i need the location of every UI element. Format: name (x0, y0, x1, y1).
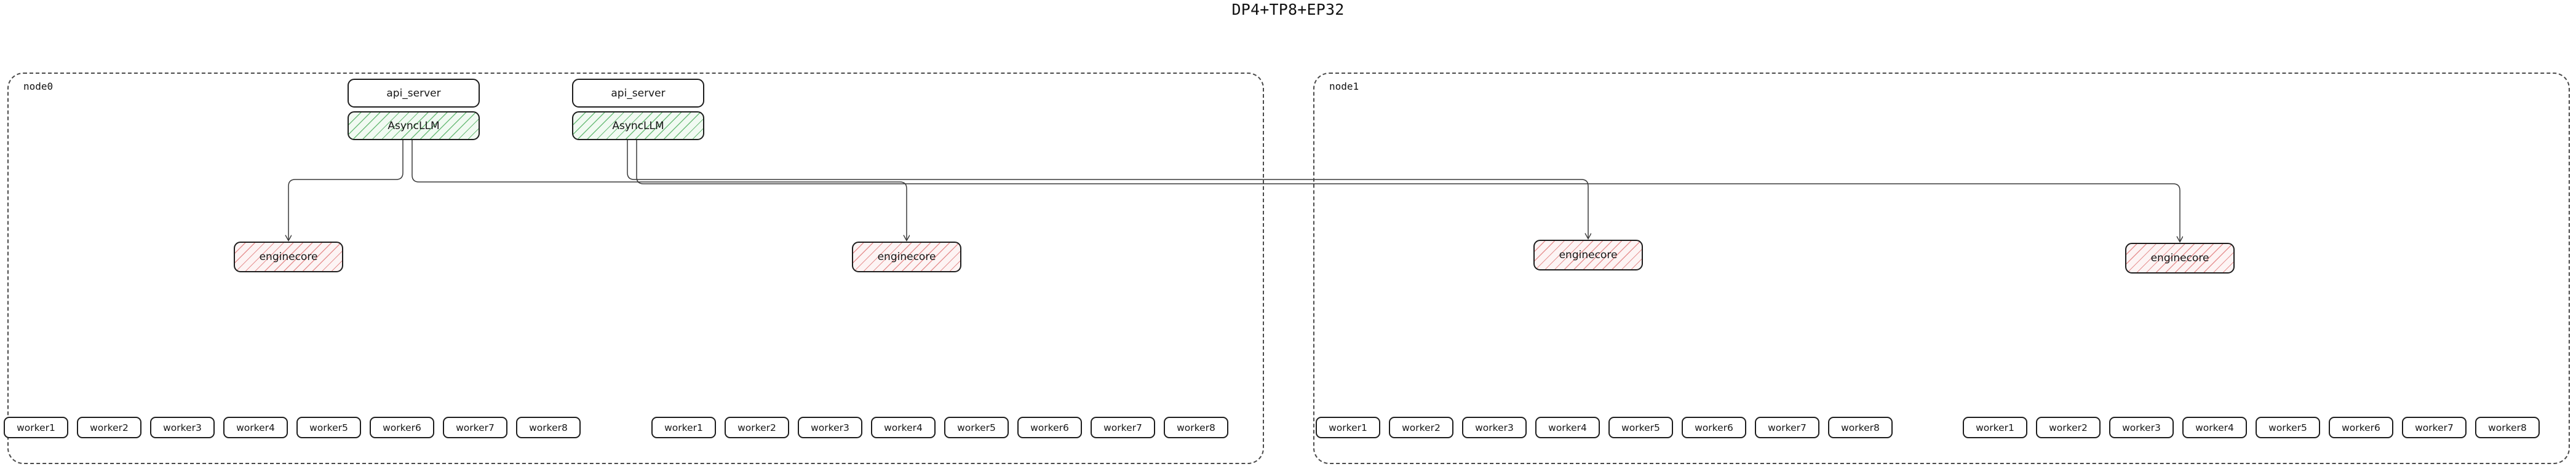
worker-2-3-label: worker4 (1548, 422, 1587, 433)
worker-0-7-label: worker8 (529, 422, 568, 433)
worker-0-2[interactable]: worker3 (150, 417, 215, 438)
worker-2-2-label: worker3 (1475, 422, 1514, 433)
worker-3-0-label: worker1 (1976, 422, 2014, 433)
enginecore-0[interactable]: enginecore (234, 242, 343, 272)
worker-1-4[interactable]: worker5 (944, 417, 1009, 438)
worker-1-7[interactable]: worker8 (1164, 417, 1228, 438)
worker-0-1[interactable]: worker2 (77, 417, 141, 438)
cluster-label-node1: node1 (1329, 81, 1359, 92)
worker-3-1[interactable]: worker2 (2036, 417, 2101, 438)
cluster-label-node0: node0 (23, 81, 54, 92)
worker-0-3-label: worker4 (236, 422, 275, 433)
enginecore-1[interactable]: enginecore (852, 242, 961, 272)
cluster-node1 (1313, 73, 2570, 464)
worker-2-1-label: worker2 (1402, 422, 1441, 433)
api-server-0[interactable]: api_server (348, 79, 480, 108)
enginecore-1-label: enginecore (877, 251, 936, 263)
worker-0-5-label: worker6 (383, 422, 421, 433)
worker-1-0-label: worker1 (664, 422, 703, 433)
worker-2-6-label: worker7 (1768, 422, 1807, 433)
enginecore-0-label: enginecore (259, 251, 318, 263)
async-llm-1[interactable]: AsyncLLM (572, 111, 704, 140)
worker-0-4[interactable]: worker5 (296, 417, 361, 438)
api-server-1[interactable]: api_server (572, 79, 704, 108)
worker-3-2-label: worker3 (2122, 422, 2161, 433)
worker-3-2[interactable]: worker3 (2109, 417, 2174, 438)
worker-3-1-label: worker2 (2049, 422, 2088, 433)
worker-3-3-label: worker4 (2195, 422, 2234, 433)
worker-1-0[interactable]: worker1 (651, 417, 716, 438)
worker-0-4-label: worker5 (309, 422, 348, 433)
worker-3-6-label: worker7 (2415, 422, 2454, 433)
worker-0-0[interactable]: worker1 (4, 417, 68, 438)
worker-1-2[interactable]: worker3 (798, 417, 862, 438)
async-llm-0[interactable]: AsyncLLM (348, 111, 480, 140)
worker-1-1[interactable]: worker2 (725, 417, 789, 438)
worker-0-0-label: worker1 (17, 422, 55, 433)
worker-0-6[interactable]: worker7 (443, 417, 507, 438)
worker-2-4[interactable]: worker5 (1608, 417, 1673, 438)
worker-2-6[interactable]: worker7 (1755, 417, 1819, 438)
async-llm-1-label: AsyncLLM (612, 119, 664, 132)
worker-2-5[interactable]: worker6 (1682, 417, 1746, 438)
page-title: DP4+TP8+EP32 (1231, 1, 1345, 18)
worker-0-3[interactable]: worker4 (223, 417, 288, 438)
worker-1-4-label: worker5 (957, 422, 996, 433)
worker-1-3-label: worker4 (884, 422, 923, 433)
worker-3-5-label: worker6 (2342, 422, 2380, 433)
worker-1-3[interactable]: worker4 (871, 417, 936, 438)
worker-2-7[interactable]: worker8 (1828, 417, 1893, 438)
worker-2-0[interactable]: worker1 (1316, 417, 1380, 438)
worker-1-1-label: worker2 (737, 422, 776, 433)
worker-0-5[interactable]: worker6 (370, 417, 434, 438)
worker-0-1-label: worker2 (90, 422, 129, 433)
worker-1-7-label: worker8 (1177, 422, 1215, 433)
worker-2-3[interactable]: worker4 (1535, 417, 1600, 438)
worker-0-6-label: worker7 (456, 422, 495, 433)
enginecore-3-label: enginecore (2150, 252, 2209, 264)
api-server-1-label: api_server (611, 87, 666, 100)
worker-2-1[interactable]: worker2 (1389, 417, 1453, 438)
worker-2-2[interactable]: worker3 (1462, 417, 1527, 438)
cluster-node0 (7, 73, 1264, 464)
worker-2-0-label: worker1 (1329, 422, 1367, 433)
worker-1-5-label: worker6 (1030, 422, 1069, 433)
worker-3-7-label: worker8 (2488, 422, 2527, 433)
enginecore-2-label: enginecore (1559, 249, 1618, 261)
worker-3-4-label: worker5 (2268, 422, 2307, 433)
worker-3-7[interactable]: worker8 (2475, 417, 2540, 438)
worker-3-3[interactable]: worker4 (2182, 417, 2247, 438)
worker-1-6-label: worker7 (1103, 422, 1142, 433)
api-server-0-label: api_server (386, 87, 441, 100)
async-llm-0-label: AsyncLLM (388, 119, 440, 132)
worker-1-6[interactable]: worker7 (1091, 417, 1155, 438)
worker-3-0[interactable]: worker1 (1963, 417, 2027, 438)
worker-2-7-label: worker8 (1841, 422, 1880, 433)
enginecore-2[interactable]: enginecore (1533, 240, 1643, 270)
enginecore-3[interactable]: enginecore (2125, 243, 2235, 274)
worker-2-4-label: worker5 (1621, 422, 1660, 433)
worker-1-2-label: worker3 (811, 422, 849, 433)
worker-3-5[interactable]: worker6 (2329, 417, 2393, 438)
worker-3-6[interactable]: worker7 (2402, 417, 2467, 438)
worker-0-2-label: worker3 (163, 422, 202, 433)
worker-0-7[interactable]: worker8 (516, 417, 581, 438)
worker-2-5-label: worker6 (1695, 422, 1733, 433)
worker-1-5[interactable]: worker6 (1017, 417, 1082, 438)
worker-3-4[interactable]: worker5 (2256, 417, 2320, 438)
